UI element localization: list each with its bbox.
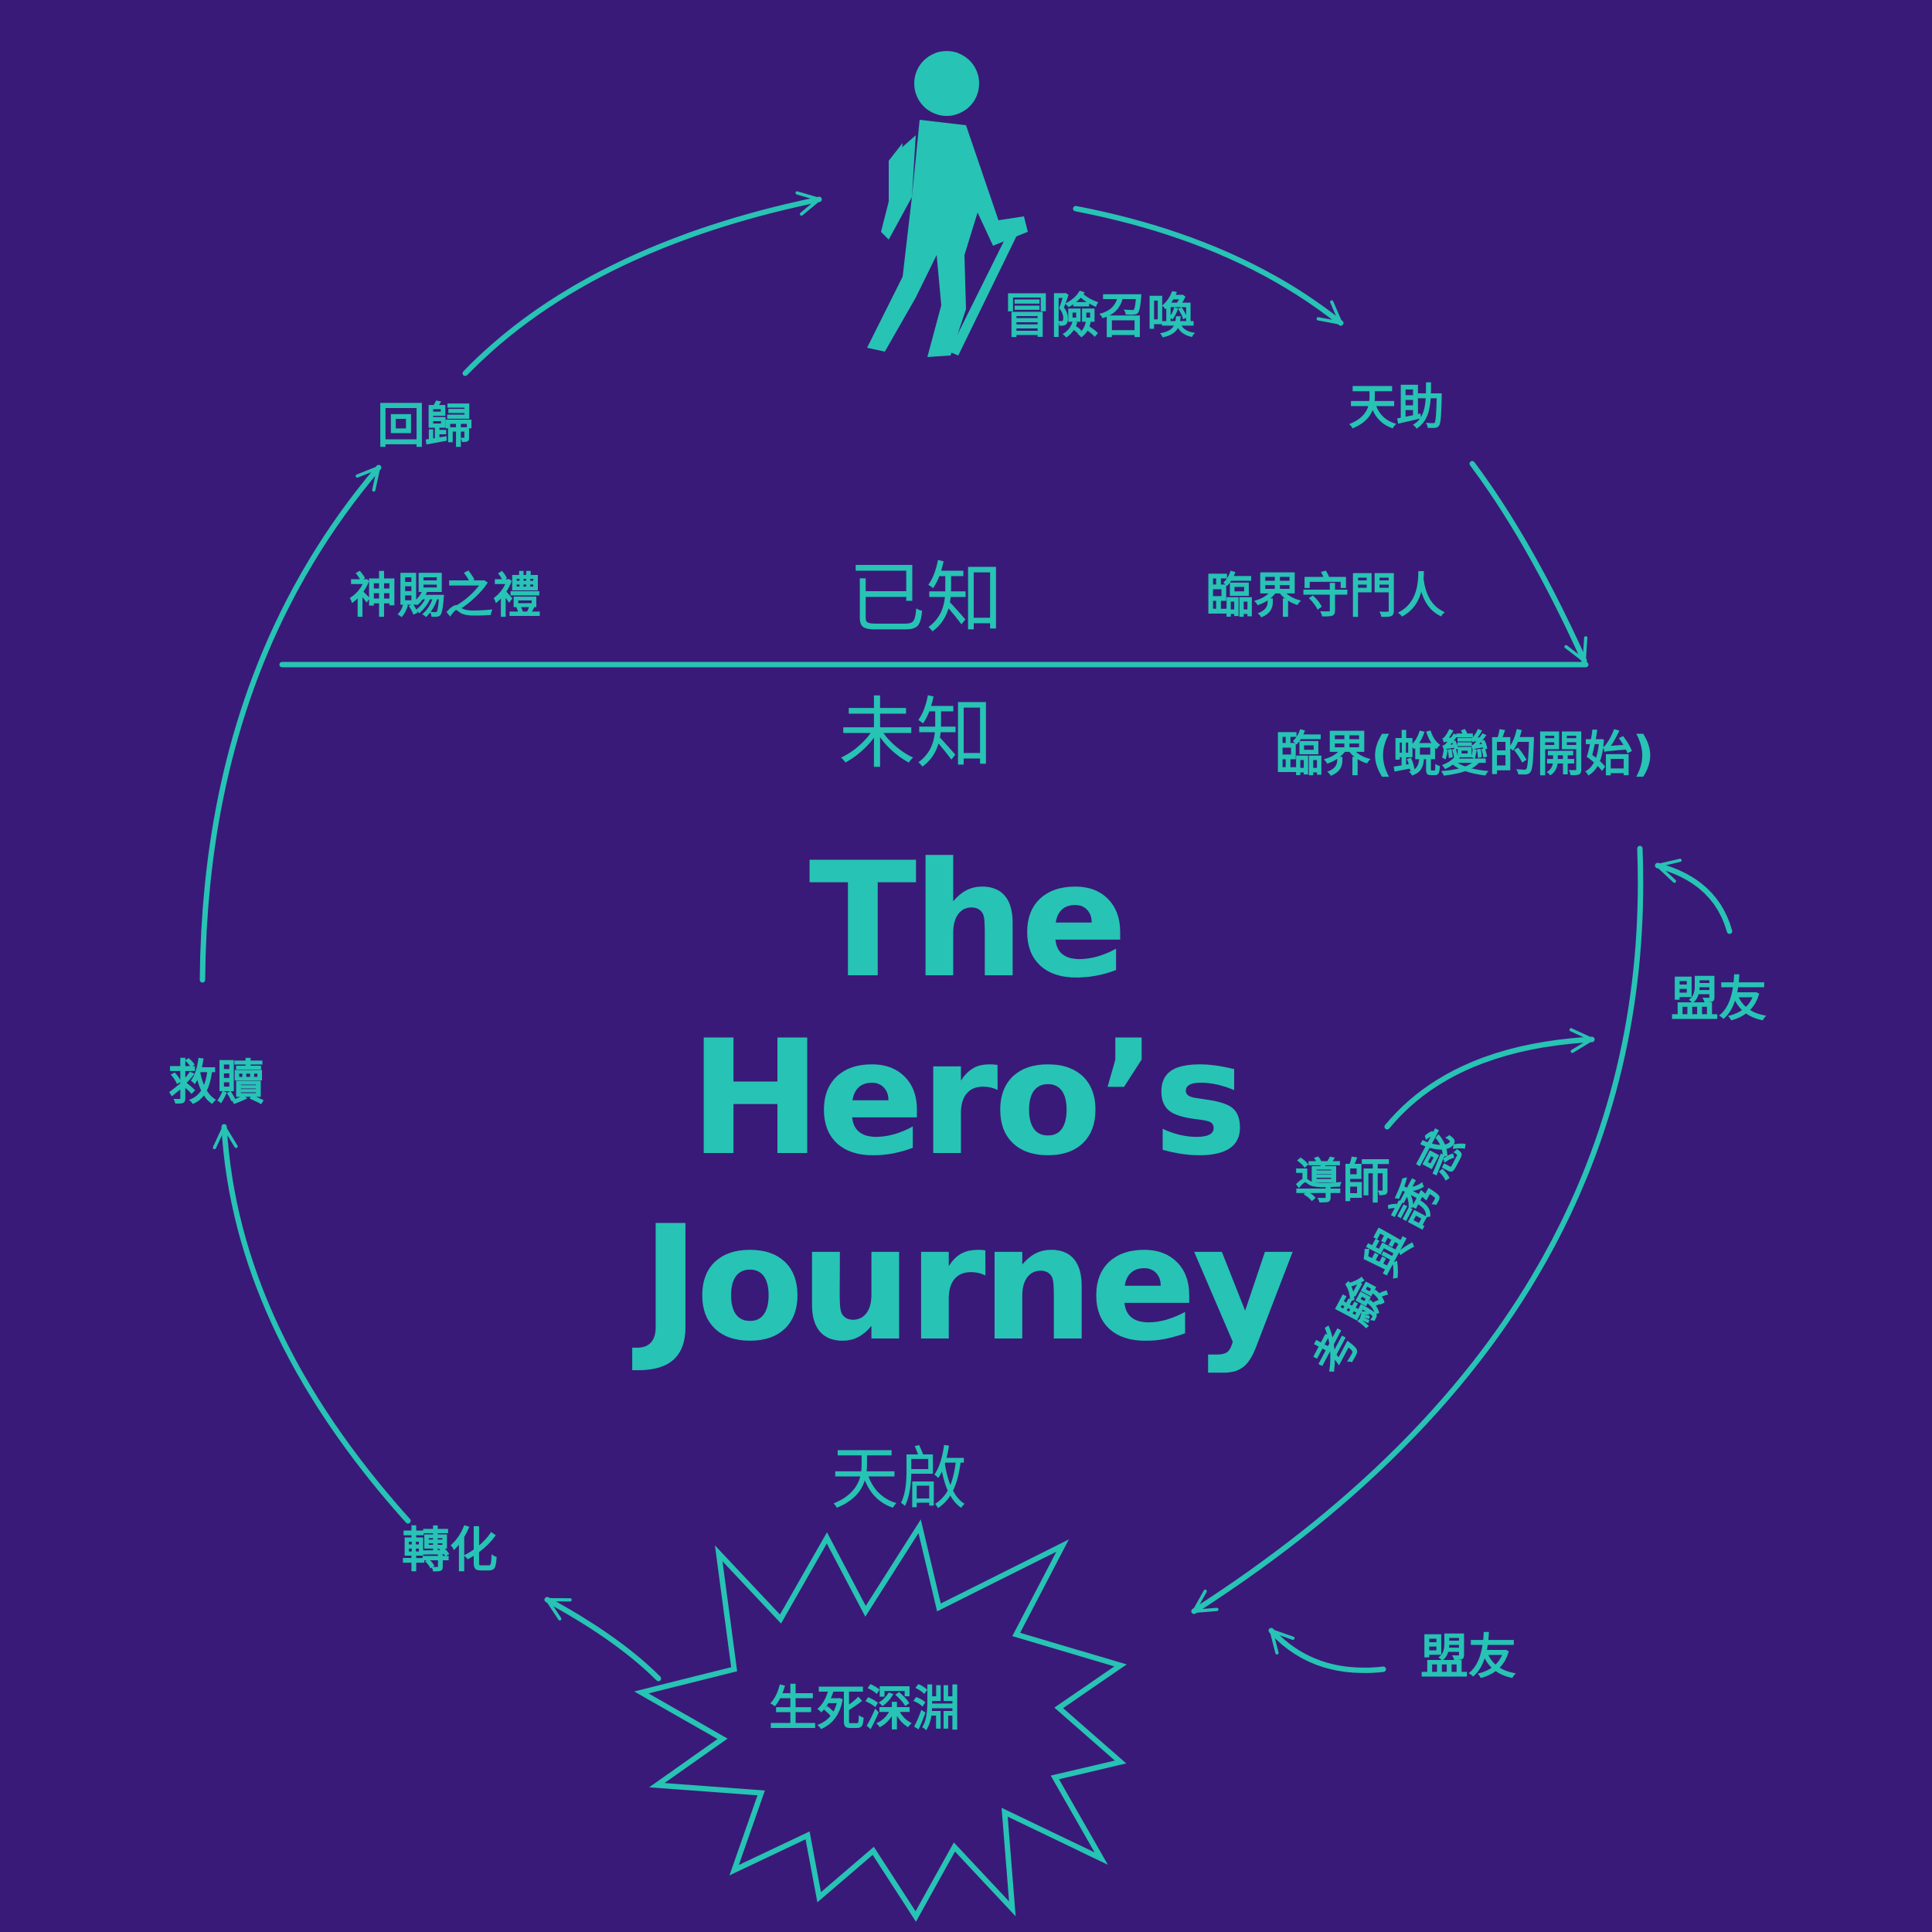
arrow-abyss-to-transformation: [544, 1597, 662, 1682]
arc-call-to-aid: [1073, 206, 1344, 326]
arc-return-to-call: [462, 191, 822, 376]
title-line-3: Journey: [641, 1192, 1296, 1376]
label-revelation: 天啟: [831, 1439, 968, 1519]
label-unknown: 未知: [838, 689, 993, 779]
label-threshold: 臨界(蛻變的開始): [1275, 726, 1655, 782]
label-supernatural-aid: 天助: [1349, 379, 1445, 435]
label-return: 回歸: [377, 397, 474, 454]
label-transformation: 轉化: [402, 1522, 498, 1578]
arc-transformation-to-atonement: [213, 1124, 411, 1524]
title-line-2: Hero’s: [689, 1007, 1247, 1191]
label-ally-upper: 盟友: [1671, 971, 1767, 1027]
label-mentor: 導師: [1294, 1153, 1391, 1209]
hiker-icon: [867, 51, 1028, 357]
arrow-ally-upper: [1655, 859, 1733, 934]
arrow-mentor: [1384, 1028, 1595, 1130]
label-atonement: 救贖: [168, 1054, 265, 1111]
label-call-to-adventure: 冒險召喚: [1003, 287, 1196, 344]
title-line-1: The: [808, 829, 1128, 1013]
label-threshold-guardian: 臨界守門人: [1206, 567, 1446, 624]
arc-atonement-to-return: [199, 464, 382, 983]
starburst-icon: [634, 1519, 1128, 1922]
label-ally-lower: 盟友: [1420, 1628, 1517, 1685]
arrow-ally-lower: [1268, 1628, 1386, 1673]
arc-aid-to-threshold: [1469, 461, 1588, 664]
arc-trials: [1191, 845, 1644, 1614]
label-gift: 神賜之禮: [349, 567, 542, 624]
label-abyss: 生死深淵: [769, 1680, 961, 1736]
label-known: 已知: [849, 553, 1003, 644]
